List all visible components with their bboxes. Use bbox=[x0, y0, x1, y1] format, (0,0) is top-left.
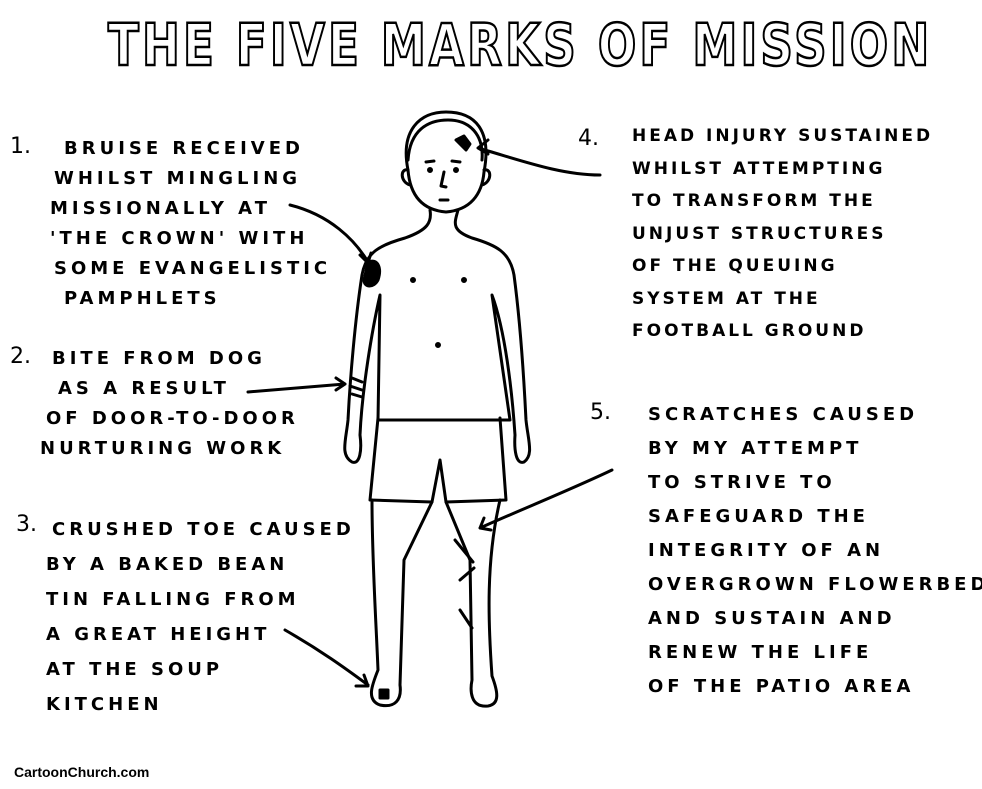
dog-bite-marks bbox=[348, 376, 364, 399]
note-line: OF DOOR-TO-DOOR bbox=[46, 408, 299, 429]
head bbox=[404, 110, 488, 214]
mark-number: 2. bbox=[10, 344, 31, 369]
eyebrows bbox=[424, 159, 462, 164]
hair-line bbox=[406, 118, 484, 162]
note-line: OF THE QUEUING bbox=[632, 256, 838, 276]
note-line: OVERGROWN FLOWERBED bbox=[648, 574, 982, 595]
note-line: RENEW THE LIFE bbox=[648, 642, 873, 663]
note-line: SYSTEM AT THE bbox=[632, 288, 821, 309]
note-line: OF THE PATIO AREA bbox=[648, 676, 915, 697]
scratch-marks bbox=[453, 538, 476, 630]
head-injury-mark bbox=[454, 134, 472, 152]
note-line: TO STRIVE TO bbox=[648, 472, 836, 493]
note-line: TIN FALLING FROM bbox=[46, 589, 300, 610]
note-line: BY A BAKED BEAN bbox=[46, 554, 289, 575]
note-line: NURTURING WORK bbox=[40, 438, 286, 459]
note-line: WHILST MINGLING bbox=[54, 168, 302, 189]
arrow-mark-2 bbox=[246, 376, 347, 394]
note-line: TO TRANSFORM THE bbox=[632, 191, 876, 211]
ear-left bbox=[400, 168, 412, 187]
note-line: INTEGRITY OF AN bbox=[648, 540, 885, 561]
eye-left bbox=[427, 167, 433, 173]
note-line: AS A RESULT bbox=[58, 378, 230, 399]
note-line: UNJUST STRUCTURES bbox=[632, 223, 887, 244]
mark-number: 5. bbox=[590, 400, 611, 425]
note-line: AND SUSTAIN AND bbox=[648, 608, 896, 629]
arrow-mark-4 bbox=[476, 138, 602, 177]
note-line: BY MY ATTEMPT bbox=[648, 438, 863, 459]
arrow-mark-3 bbox=[283, 628, 370, 688]
note-line: CRUSHED TOE CAUSED bbox=[52, 519, 355, 540]
note-line: WHILST ATTEMPTING bbox=[632, 158, 886, 179]
note-line: SCRATCHES CAUSED bbox=[648, 404, 919, 425]
mark-number: 1. bbox=[10, 134, 31, 159]
note-line: HEAD INJURY SUSTAINED bbox=[632, 126, 934, 146]
site-credit: CartoonChurch.com bbox=[14, 764, 150, 780]
arrow-mark-5 bbox=[478, 468, 614, 532]
note-line: BRUISE RECEIVED bbox=[64, 138, 304, 159]
ear-right bbox=[480, 168, 492, 187]
note-line: A GREAT HEIGHT bbox=[46, 624, 271, 645]
note-line: AT THE SOUP bbox=[46, 659, 224, 680]
nose bbox=[439, 170, 448, 189]
arrow-mark-1 bbox=[288, 203, 373, 265]
note-line: SOME EVANGELISTIC bbox=[54, 258, 332, 279]
shorts bbox=[368, 416, 508, 504]
crushed-toe bbox=[378, 688, 390, 700]
eye-right bbox=[453, 167, 459, 173]
mark-number: 3. bbox=[16, 512, 37, 537]
cartoon-title: THE FIVE MARKS OF MISSION bbox=[107, 11, 933, 80]
note-line: KITCHEN bbox=[46, 694, 163, 715]
note-line: BITE FROM DOG bbox=[52, 348, 266, 369]
legs bbox=[370, 498, 502, 708]
bruise-mark bbox=[362, 259, 382, 288]
note-line: PAMPHLETS bbox=[64, 288, 221, 309]
note-line: 'THE CROWN' WITH bbox=[50, 228, 309, 249]
note-line: FOOTBALL GROUND bbox=[632, 321, 867, 341]
note-line: SAFEGUARD THE bbox=[648, 506, 869, 527]
note-line: MISSIONALLY AT bbox=[50, 198, 271, 219]
mark-number: 4. bbox=[578, 126, 599, 151]
